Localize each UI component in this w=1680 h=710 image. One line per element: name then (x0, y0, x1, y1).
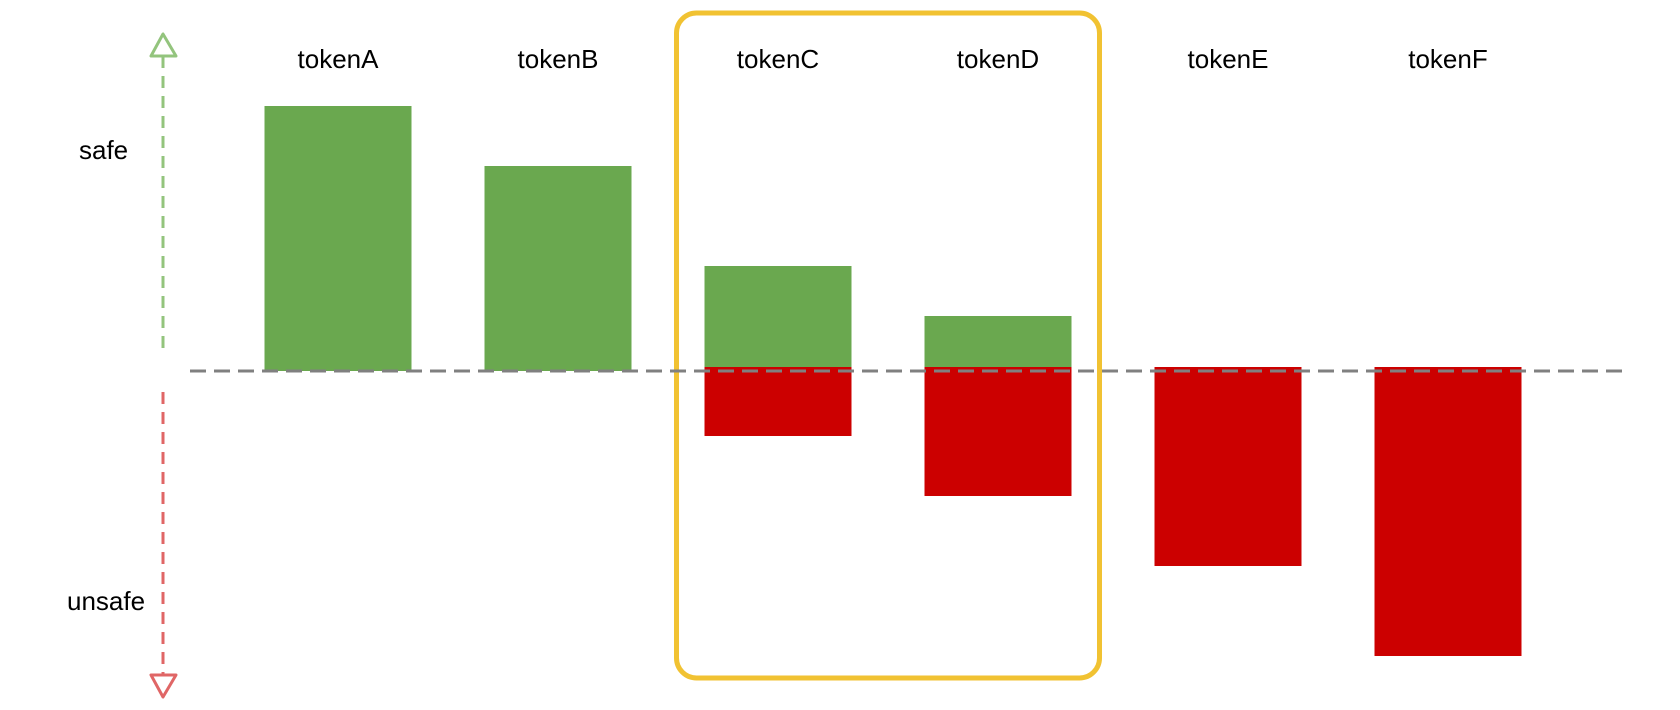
unsafe-label: unsafe (67, 586, 145, 616)
bottom-arrow-head-icon (149, 673, 178, 699)
safe-label: safe (79, 135, 128, 165)
top-arrow-head-icon (149, 32, 178, 58)
axis-layer: safe unsafe (67, 32, 178, 699)
safe-bar-tokenA (264, 106, 412, 371)
unsafe-bar-tokenF (1374, 367, 1522, 656)
category-label-tokenF: tokenF (1408, 44, 1488, 74)
unsafe-bar-tokenE (1154, 367, 1302, 566)
category-label-tokenD: tokenD (957, 44, 1039, 74)
highlight-layer (674, 10, 1102, 681)
safe-bar-tokenD (924, 316, 1072, 371)
bars-layer (264, 106, 1522, 656)
unsafe-bar-tokenC (704, 367, 852, 436)
highlight-box (674, 10, 1102, 681)
tick-layer: tokenA tokenB tokenC tokenD tokenE tokenF (298, 44, 1488, 74)
category-label-tokenA: tokenA (298, 44, 380, 74)
category-label-tokenE: tokenE (1188, 44, 1269, 74)
category-label-tokenB: tokenB (518, 44, 599, 74)
safe-bar-tokenB (484, 166, 632, 371)
category-label-tokenC: tokenC (737, 44, 819, 74)
safe-bar-tokenC (704, 266, 852, 371)
unsafe-bar-tokenD (924, 367, 1072, 496)
